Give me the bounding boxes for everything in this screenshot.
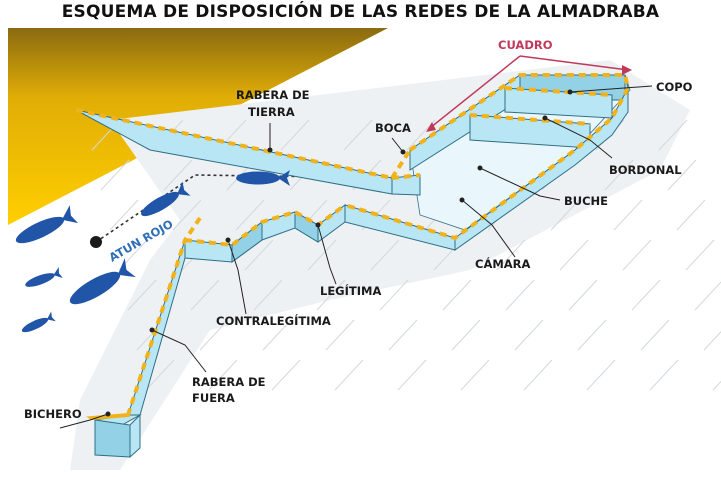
- seabed-hatch-line: [127, 279, 157, 311]
- seabed-hatch-line: [631, 279, 661, 311]
- seabed-hatch-line: [343, 119, 373, 151]
- label-camara: CÁMARA: [475, 256, 531, 271]
- legitima-chambers: [184, 203, 347, 263]
- seabed-hatch-line: [379, 279, 409, 311]
- label-bordonal: BORDONAL: [609, 163, 682, 177]
- tuna-path-start-dot: [90, 236, 102, 248]
- seabed-hatch-line: [568, 279, 598, 311]
- seabed-hatch-line: [703, 331, 721, 351]
- seabed-hatch-line: [253, 279, 283, 311]
- seabed-hatch-line: [145, 359, 175, 391]
- seabed-hatch-line: [370, 239, 400, 271]
- seabed-hatch-line: [505, 279, 535, 311]
- seabed-hatch-line: [316, 279, 346, 311]
- seabed-hatch-line: [100, 159, 130, 191]
- seabed-hatch-line: [442, 279, 472, 311]
- seabed-hatch-line: [208, 359, 238, 391]
- seabed-hatch-line: [712, 380, 721, 391]
- label-rabera-de-tierra-line2: TIERRA: [248, 105, 295, 119]
- label-legitima: LEGÍTIMA: [320, 283, 381, 298]
- label-contralegitima: CONTRALEGÍTIMA: [216, 313, 331, 328]
- tuna-fish-icon: [141, 181, 191, 217]
- seabed-hatch-line: [460, 359, 490, 391]
- label-leaders: [59, 85, 653, 429]
- seabed-hatch-line: [280, 119, 310, 151]
- seabed-hatch-line: [451, 319, 481, 351]
- tuna-fish-icon: [25, 266, 63, 287]
- seabed-hatch-line: [586, 359, 616, 391]
- cuadro-arrow: [426, 55, 632, 132]
- label-boca: BOCA: [375, 121, 411, 135]
- seabed-hatch-line: [190, 279, 220, 311]
- seabed-hatch-line: [199, 319, 229, 351]
- seabed-hatch-line: [397, 359, 427, 391]
- seabed-hatch-line: [307, 239, 337, 271]
- seabed-hatch-line: [685, 239, 715, 271]
- seabed-hatch-line: [334, 359, 364, 391]
- seabed-hatch-line: [613, 199, 643, 231]
- tuna-fish-icon: [21, 311, 56, 333]
- label-cuadro: CUADRO: [498, 38, 553, 52]
- seabed-hatch-line: [694, 281, 721, 311]
- tuna-fish-icon: [15, 205, 79, 244]
- seabed-hatch-line: [523, 359, 553, 391]
- seabed-hatch-line: [658, 119, 688, 151]
- seabed-hatch-line: [559, 239, 589, 271]
- seabed-hatch-line: [577, 319, 607, 351]
- seabed-hatch-line: [325, 319, 355, 351]
- seabed-hatch-line: [262, 319, 292, 351]
- seabed-hatch-line: [676, 199, 706, 231]
- seabed-hatch-line: [496, 239, 526, 271]
- seabed-hatch-line: [388, 319, 418, 351]
- seabed-hatch-line: [244, 239, 274, 271]
- cuadro-net: [344, 73, 631, 251]
- tuna-fish-icon: [69, 258, 136, 305]
- label-buche: BUCHE: [564, 194, 608, 208]
- seabed-hatch-line: [514, 319, 544, 351]
- seabed-hatch-line: [271, 359, 301, 391]
- seabed-hatch-line: [235, 199, 265, 231]
- label-bichero: BICHERO: [24, 407, 82, 421]
- label-rabera-de-tierra-line1: RABERA DE: [236, 88, 310, 102]
- tuna-fish-icon: [236, 170, 290, 186]
- seabed-hatch-line: [667, 159, 697, 191]
- seabed-hatch-line: [640, 319, 670, 351]
- diagram-title: ESQUEMA DE DISPOSICIÓN DE LAS REDES DE L…: [61, 2, 660, 22]
- seabed-hatch-line: [604, 159, 634, 191]
- seabed-hatch-line: [163, 159, 193, 191]
- label-rabera-de-fuera-line2: FUERA: [192, 391, 235, 405]
- seabed-hatch-line: [109, 199, 139, 231]
- seabed-hatch-line: [622, 239, 652, 271]
- seabed-hatch-line: [550, 199, 580, 231]
- label-copo: COPO: [656, 80, 693, 94]
- label-rabera-de-fuera-line1: RABERA DE: [192, 375, 266, 389]
- seabed-hatch-line: [649, 359, 679, 391]
- seabed-hatch-line: [172, 199, 202, 231]
- tuna-fish-group: [15, 170, 290, 333]
